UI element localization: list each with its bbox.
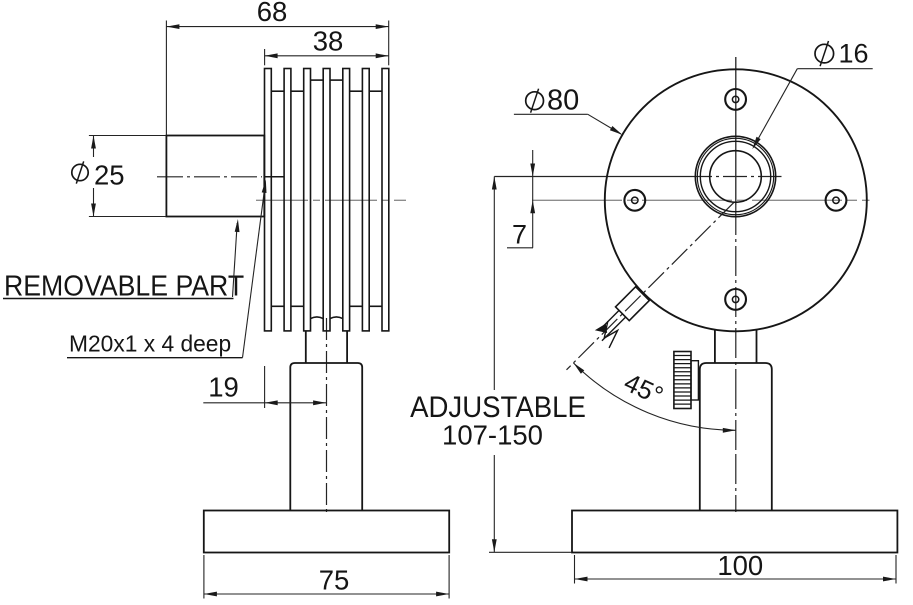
svg-text:ADJUSTABLE: ADJUSTABLE	[410, 391, 586, 424]
svg-text:REMOVABLE PART: REMOVABLE PART	[4, 269, 244, 301]
svg-text:19: 19	[208, 372, 239, 403]
svg-text:107-150: 107-150	[442, 420, 543, 451]
svg-text:75: 75	[319, 565, 350, 596]
svg-text:16: 16	[839, 39, 869, 69]
svg-text:M20x1 x 4 deep: M20x1 x 4 deep	[69, 330, 231, 356]
svg-text:80: 80	[547, 85, 579, 117]
svg-text:38: 38	[313, 26, 344, 57]
svg-text:7: 7	[512, 220, 527, 250]
svg-text:100: 100	[717, 550, 763, 581]
svg-text:25: 25	[94, 160, 125, 191]
svg-text:68: 68	[257, 0, 288, 27]
